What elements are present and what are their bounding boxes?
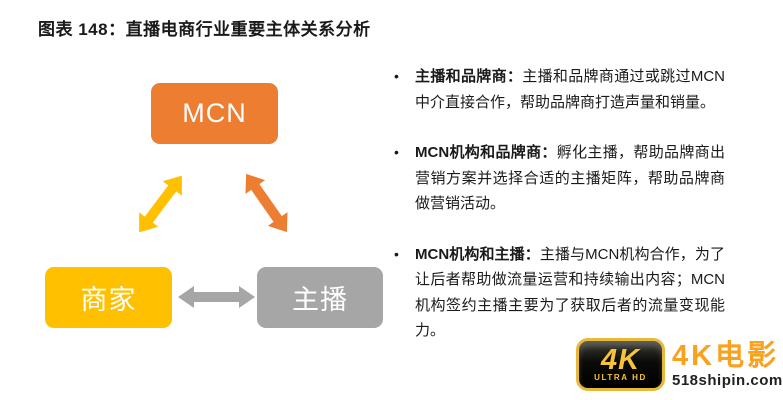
bullet-body: 主播和品牌商通过或跳过MCN中介直接合作，帮助品牌商打造声量和销量。 xyxy=(415,68,725,111)
bullet-list: • 主播和品牌商：主播和品牌商通过或跳过MCN中介直接合作，帮助品牌商打造声量和… xyxy=(394,64,728,369)
bullet-text: MCN机构和主播：主播与MCN机构合作，为了让后者帮助做流量运营和持续输出内容；… xyxy=(415,242,725,344)
relationship-diagram: MCN 商家 主播 xyxy=(45,80,385,330)
node-mcn: MCN xyxy=(151,83,278,144)
node-mcn-label: MCN xyxy=(182,98,247,128)
badge-ultra-hd-text: ULTRA HD xyxy=(594,372,647,382)
bullet-dot-icon: • xyxy=(394,245,399,262)
bullet-body: 孵化主播，帮助品牌商出营销方案并选择合适的主播矩阵，帮助品牌商做营销活动。 xyxy=(415,144,725,212)
node-anchor-label: 主播 xyxy=(292,285,348,315)
bullet-lead: MCN机构和品牌商： xyxy=(415,144,557,161)
bullet-body: 主播与MCN机构合作，为了让后者帮助做流量运营和持续输出内容；MCN机构签约主播… xyxy=(415,245,725,340)
bullet-text: MCN机构和品牌商：孵化主播，帮助品牌商出营销方案并选择合适的主播矩阵，帮助品牌… xyxy=(415,140,725,217)
4k-ultra-hd-badge-icon: 4K ULTRA HD xyxy=(576,338,665,391)
double-arrow-mcn-anchor-icon xyxy=(245,173,288,233)
badge-4k-text: 4K xyxy=(600,343,641,376)
list-item: • MCN机构和主播：主播与MCN机构合作，为了让后者帮助做流量运营和持续输出内… xyxy=(394,242,728,344)
node-merchant-label: 商家 xyxy=(80,285,137,315)
watermark: 4K ULTRA HD 4K电影 518shipin.com xyxy=(576,338,783,391)
bullet-lead: 主播和品牌商： xyxy=(415,68,523,85)
bullet-lead: MCN机构和主播： xyxy=(415,245,540,263)
watermark-site-name: 4K电影 xyxy=(672,340,780,372)
list-item: • MCN机构和品牌商：孵化主播，帮助品牌商出营销方案并选择合适的主播矩阵，帮助… xyxy=(394,140,728,217)
node-merchant: 商家 xyxy=(45,267,172,328)
bullet-dot-icon: • xyxy=(394,144,399,160)
node-anchor: 主播 xyxy=(257,267,383,328)
bullet-text: 主播和品牌商：主播和品牌商通过或跳过MCN中介直接合作，帮助品牌商打造声量和销量… xyxy=(415,64,725,115)
double-arrow-merchant-anchor-icon xyxy=(178,286,255,308)
watermark-site-url: 518shipin.com xyxy=(672,372,783,389)
watermark-text-column: 4K电影 518shipin.com xyxy=(672,340,783,389)
double-arrow-merchant-mcn-icon xyxy=(139,175,182,233)
list-item: • 主播和品牌商：主播和品牌商通过或跳过MCN中介直接合作，帮助品牌商打造声量和… xyxy=(394,64,728,115)
page-title: 图表 148：直播电商行业重要主体关系分析 xyxy=(38,20,371,39)
bullet-dot-icon: • xyxy=(394,68,399,84)
